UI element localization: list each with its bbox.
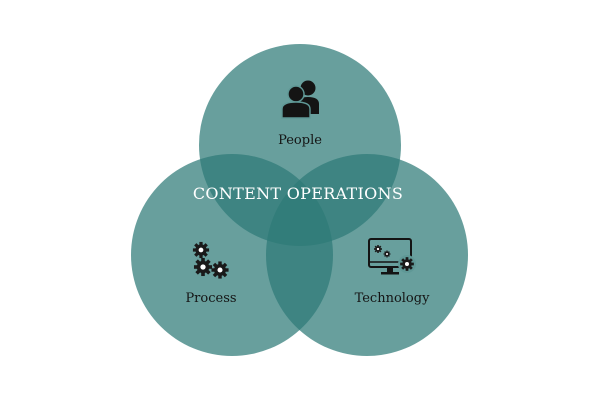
monitor-gears-icon <box>368 238 416 275</box>
label-process: Process <box>185 291 236 306</box>
label-technology: Technology <box>355 291 431 306</box>
label-people: People <box>278 133 322 148</box>
circle-technology <box>266 154 468 356</box>
people-icon <box>281 80 319 119</box>
center-title: CONTENT OPERATIONS <box>193 184 403 203</box>
